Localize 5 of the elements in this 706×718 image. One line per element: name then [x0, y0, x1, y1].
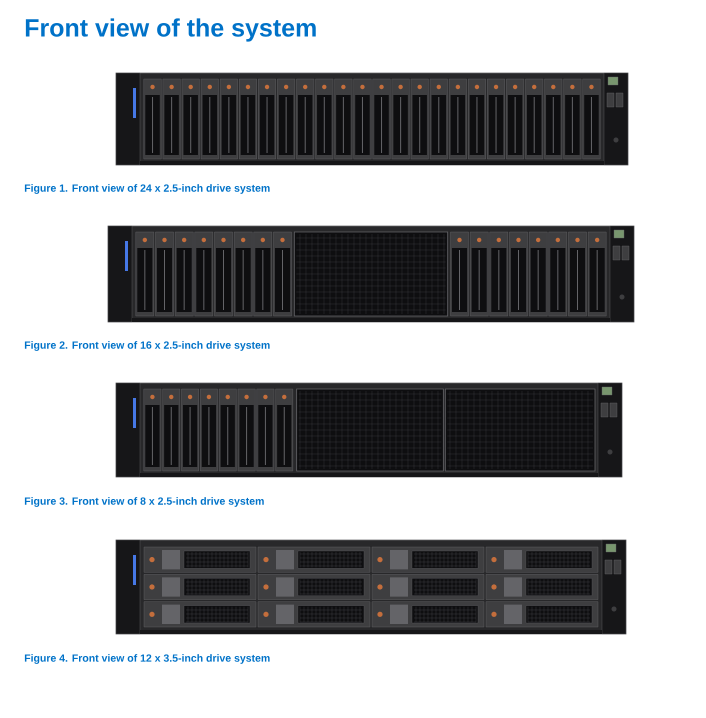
figure-caption: Figure 2. Front view of 16 x 2.5-inch drive system — [24, 341, 270, 351]
figure-caption: Figure 1. Front view of 24 x 2.5-inch drive system — [24, 184, 270, 194]
figure-caption: Figure 3. Front view of 8 x 2.5-inch drive system — [24, 497, 264, 507]
title: Front view of the system — [26, 18, 316, 42]
figure-caption: Figure 4. Front view of 12 x 3.5-inch drive system — [24, 654, 270, 664]
